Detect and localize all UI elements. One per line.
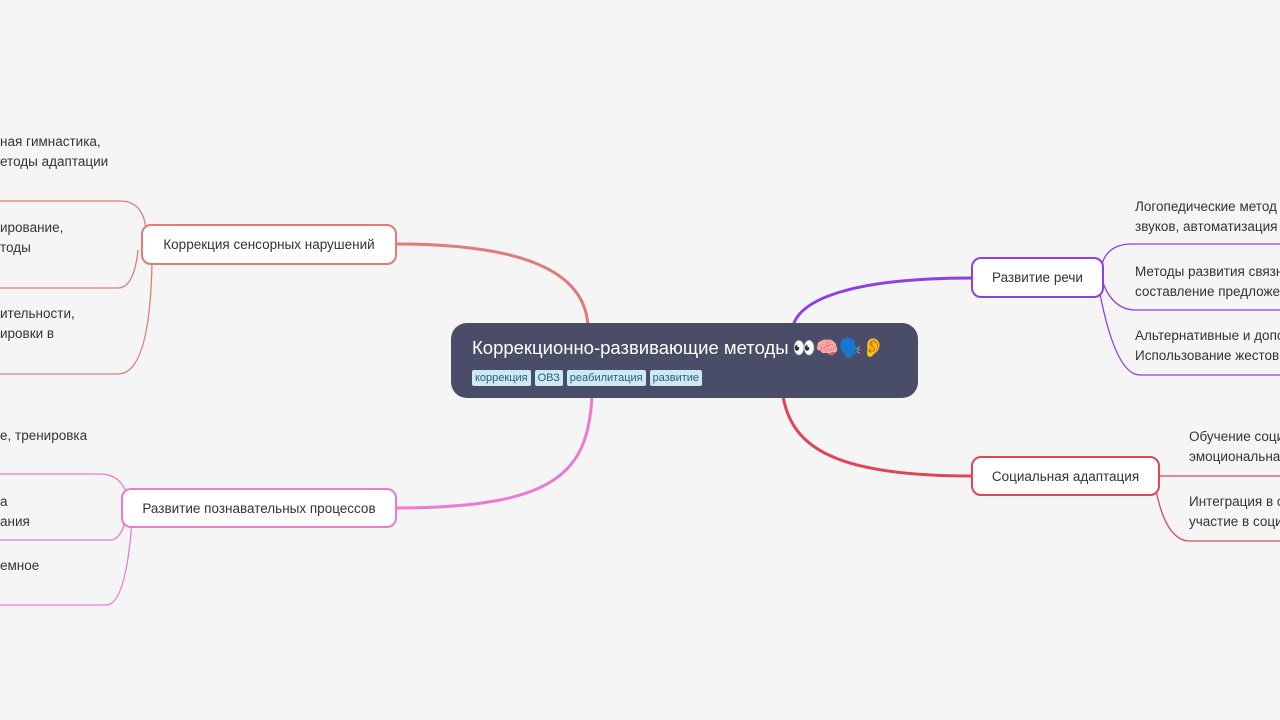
branch-speech-development[interactable]: Развитие речи xyxy=(971,257,1104,298)
leaf-sensory-1[interactable]: ная гимнастика, етоды адаптации xyxy=(0,132,108,172)
leaf-text: ирование, xyxy=(0,220,64,235)
central-topic[interactable]: Коррекционно-развивающие методы👀🧠🗣️👂 кор… xyxy=(451,323,918,398)
branch-label: Развитие речи xyxy=(992,270,1083,285)
leaf-text: Использование жестов xyxy=(1135,348,1280,363)
leaf-sensory-3[interactable]: ительности, ировки в xyxy=(0,304,75,344)
link-sensory xyxy=(395,242,590,327)
link-social xyxy=(781,395,973,478)
leaf-text: ительности, xyxy=(0,306,75,321)
leaf-text: Интеграция в с xyxy=(1189,494,1280,509)
branch-label: Социальная адаптация xyxy=(991,468,1140,484)
branch-cognitive-development[interactable]: Развитие познавательных процессов xyxy=(121,488,397,528)
leaf-text: эмоциональна xyxy=(1189,449,1280,464)
leaf-speech-2[interactable]: Методы развития связн составление предло… xyxy=(1135,262,1280,302)
leaf-text: Методы развития связн xyxy=(1135,264,1280,279)
leaf-text: ная гимнастика, xyxy=(0,134,101,149)
branch-sensory-correction[interactable]: Коррекция сенсорных нарушений xyxy=(141,224,397,265)
tag[interactable]: ОВЗ xyxy=(534,370,563,386)
link-cognitive xyxy=(395,395,594,510)
leaf-text: составление предложе xyxy=(1135,284,1280,299)
leaf-text: участие в соци xyxy=(1189,514,1280,529)
branch-label: Коррекция сенсорных нарушений xyxy=(163,237,375,252)
leaf-speech-1[interactable]: Логопедические метод звуков, автоматизац… xyxy=(1135,197,1277,237)
tag-list: коррекция ОВЗ реабилитация развитие xyxy=(472,370,918,386)
leaf-text: е, тренировка xyxy=(0,428,88,443)
central-title-row: Коррекционно-развивающие методы👀🧠🗣️👂 xyxy=(472,336,918,360)
leaf-social-1[interactable]: Обучение соци эмоциональна xyxy=(1189,427,1280,467)
branch-label: Развитие познавательных процессов xyxy=(142,500,376,516)
leaf-cognitive-1[interactable]: е, тренировка xyxy=(0,426,87,446)
leaf-cognitive-3[interactable]: емное xyxy=(0,556,39,576)
leaf-text: емное xyxy=(0,558,40,573)
tag[interactable]: коррекция xyxy=(472,370,531,386)
central-title: Коррекционно-развивающие методы xyxy=(472,337,789,358)
leaf-social-2[interactable]: Интеграция в с участие в соци xyxy=(1189,492,1280,532)
leaf-text: ания xyxy=(0,514,30,529)
leaf-speech-3[interactable]: Альтернативные и допо Использование жест… xyxy=(1135,326,1280,366)
leaf-text: ировки в xyxy=(0,326,55,341)
leaf-text: звуков, автоматизация xyxy=(1135,219,1278,234)
leaf-sensory-2[interactable]: ирование, тоды xyxy=(0,218,63,258)
tag[interactable]: развитие xyxy=(649,370,703,386)
leaf-text: тоды xyxy=(0,240,31,255)
leaf-text: Логопедические метод xyxy=(1135,199,1277,214)
tag[interactable]: реабилитация xyxy=(566,370,646,386)
leaf-cognitive-2[interactable]: а ания xyxy=(0,492,30,532)
leaf-text: а xyxy=(0,494,8,509)
leaf-text: етоды адаптации xyxy=(0,154,109,169)
link-speech xyxy=(791,276,973,327)
leaf-text: Альтернативные и допо xyxy=(1135,328,1280,343)
topic-emoji-icons: 👀🧠🗣️👂 xyxy=(792,337,885,358)
leaf-text: Обучение соци xyxy=(1189,429,1280,444)
branch-social-adaptation[interactable]: Социальная адаптация xyxy=(971,456,1160,496)
